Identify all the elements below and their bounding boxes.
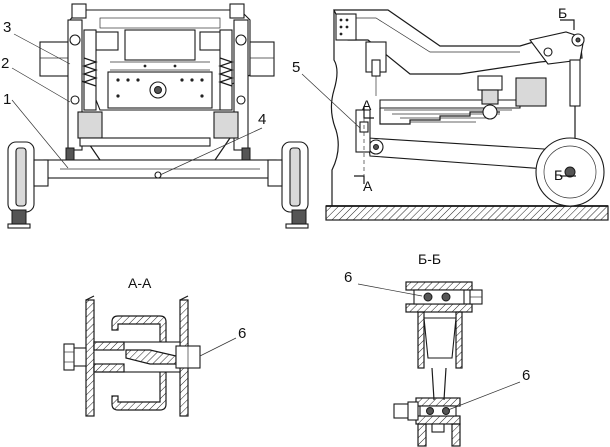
- section-aa: А-А 6: [63, 275, 246, 417]
- callout-6-section-bb-bottom: 6: [522, 367, 530, 384]
- side-view-bellcrank: [529, 31, 585, 160]
- section-title-bb: Б-Б: [418, 251, 441, 267]
- callout-1: 1: [3, 91, 11, 108]
- callout-6-section-bb-top: 6: [344, 269, 352, 286]
- callout-3: 3: [3, 19, 11, 36]
- front-view-body: [39, 3, 275, 111]
- section-line-a: [354, 106, 374, 184]
- section-line-b: [560, 19, 576, 177]
- side-view-shock-absorber: [477, 75, 547, 120]
- front-view: 3 2 1 4: [1, 3, 309, 229]
- callout-2: 2: [1, 55, 9, 72]
- side-view: А А Б Б 5: [292, 5, 609, 221]
- section-title-aa: А-А: [128, 275, 152, 291]
- section-mark-b-bottom: Б: [554, 167, 563, 183]
- right-strut-assembly: [213, 19, 251, 163]
- front-axle-beam: [43, 137, 277, 179]
- left-strut-assembly: [65, 19, 103, 163]
- side-view-leaf-spring: [379, 99, 521, 125]
- front-view-leaders: [11, 33, 263, 176]
- side-view-ground: [325, 205, 609, 221]
- side-view-road-wheel: [535, 137, 605, 207]
- section-bb: Б-Б 6 6: [344, 251, 530, 447]
- front-view-bolts: [116, 64, 204, 98]
- callout-5: 5: [292, 59, 300, 76]
- front-right-wheel: [267, 141, 309, 229]
- callout-6-section-aa: 6: [238, 325, 246, 342]
- section-mark-b-top: Б: [558, 5, 567, 21]
- section-mark-a-bottom: А: [363, 178, 373, 194]
- callout-4: 4: [258, 111, 266, 128]
- side-view-swing-arm: [355, 109, 569, 171]
- section-mark-a-top: А: [362, 97, 372, 113]
- front-left-wheel: [7, 141, 49, 229]
